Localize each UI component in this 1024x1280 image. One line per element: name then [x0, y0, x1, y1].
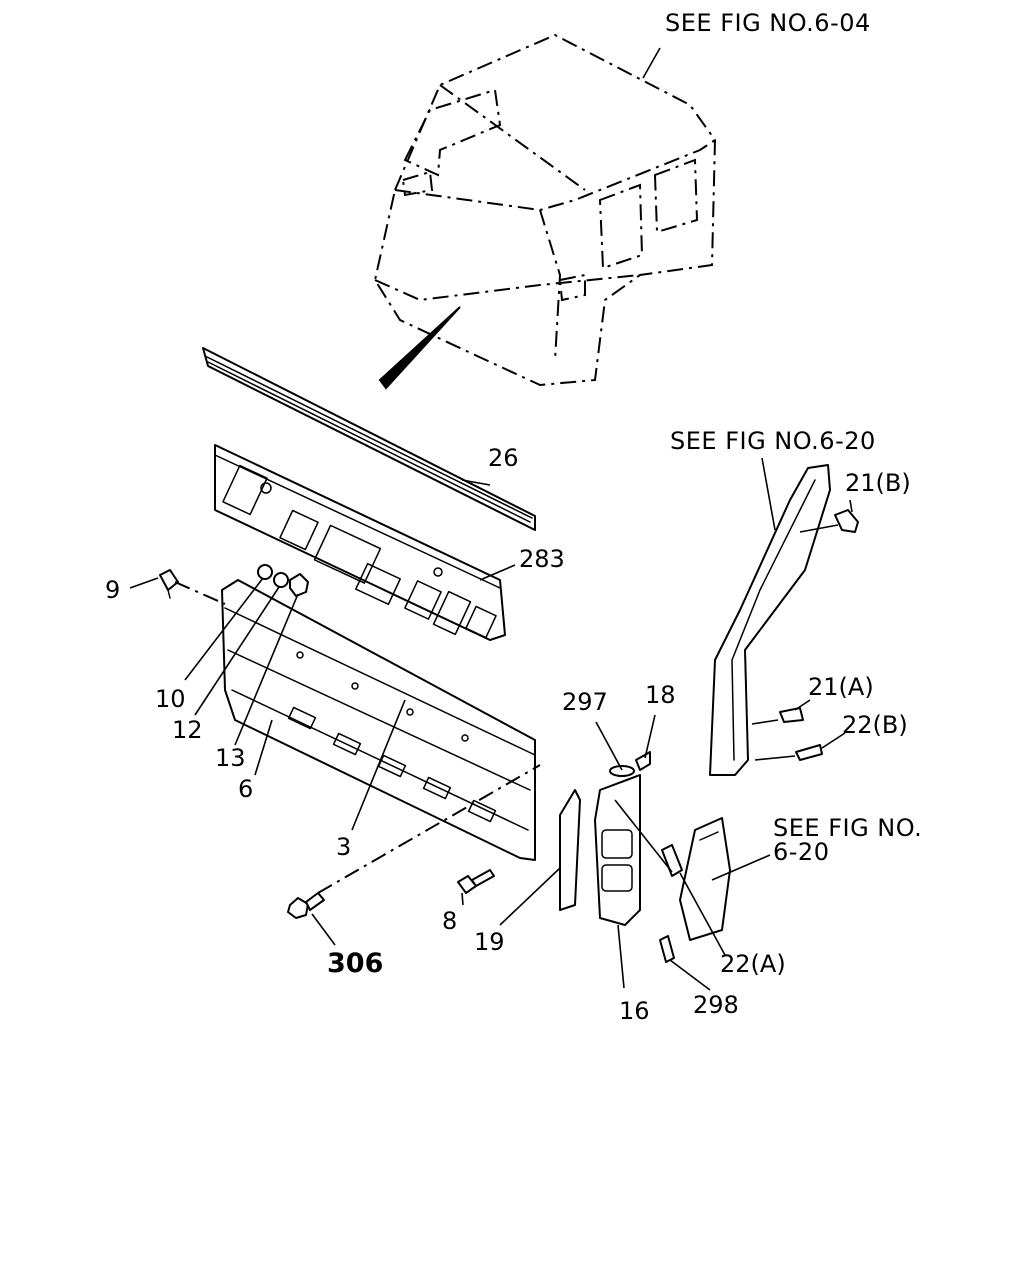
callout-13: 13: [215, 744, 246, 772]
part-26-roof-rail: [202, 347, 536, 531]
part-10-washer: [257, 564, 273, 580]
callout-3: 3: [336, 833, 351, 861]
callout-12: 12: [172, 716, 203, 744]
ref-cab-figure: SEE FIG NO.6-04: [665, 9, 871, 37]
part-9-clip: [159, 569, 179, 599]
part-306-bolt: [287, 892, 325, 919]
callout-26: 26: [488, 444, 519, 472]
callout-22b: 22(B): [842, 711, 908, 739]
part-21b-clip: [834, 509, 859, 533]
part-pillar-reference: [709, 464, 831, 776]
callout-8: 8: [442, 907, 457, 935]
callout-10: 10: [155, 685, 186, 713]
ref-pillar-figure: SEE FIG NO.6-20: [670, 427, 876, 455]
leader-lines: [129, 47, 853, 991]
callout-6: 6: [238, 775, 253, 803]
callout-298: 298: [693, 991, 739, 1019]
part-18-clip: [635, 751, 651, 771]
part-8-bolt: [457, 869, 495, 894]
part-3-lower-panel: [221, 579, 536, 861]
part-283-upper-panel: [214, 444, 506, 641]
cab-outline: [373, 33, 717, 387]
part-19-bracket: [559, 789, 581, 911]
part-16-pillar-cover: [594, 774, 641, 926]
part-13-nut: [289, 573, 309, 597]
cab-direction-arrow: [378, 306, 461, 390]
part-21a-clip: [779, 707, 804, 723]
callout-18: 18: [645, 681, 676, 709]
callout-21a: 21(A): [808, 673, 874, 701]
callout-283: 283: [519, 545, 565, 573]
part-298-screw: [659, 935, 675, 963]
part-12-washer: [273, 572, 289, 588]
callout-22a: 22(A): [720, 950, 786, 978]
part-297-seal: [609, 765, 635, 777]
callout-16: 16: [619, 997, 650, 1025]
callout-306: 306: [327, 948, 383, 979]
ref-panel-figure-line2: 6-20: [773, 838, 829, 866]
callout-297: 297: [562, 688, 608, 716]
callout-9: 9: [105, 576, 120, 604]
callout-19: 19: [474, 928, 505, 956]
part-22b-bolt: [795, 744, 823, 761]
ref-panel-figure-line1: SEE FIG NO.: [773, 814, 922, 842]
part-side-panel-reference: [679, 817, 731, 941]
callout-21b: 21(B): [845, 469, 911, 497]
